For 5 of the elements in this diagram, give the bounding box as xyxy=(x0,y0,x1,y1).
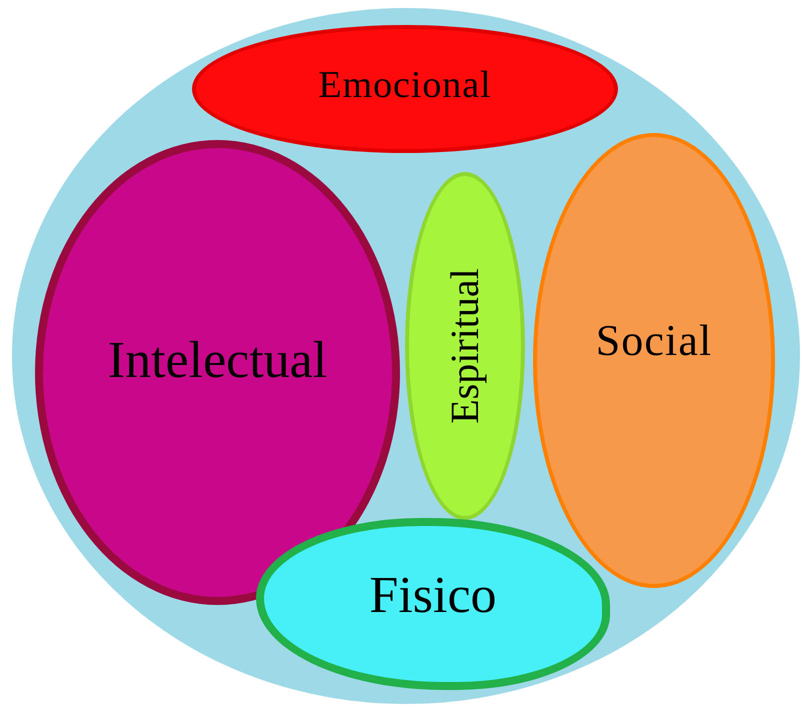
node-label: Intelectual xyxy=(108,330,328,390)
node-label: Espiritual xyxy=(441,268,488,424)
node-label: Emocional xyxy=(318,62,492,108)
node-label: Social xyxy=(596,314,712,366)
node-label: Fisico xyxy=(369,566,497,626)
